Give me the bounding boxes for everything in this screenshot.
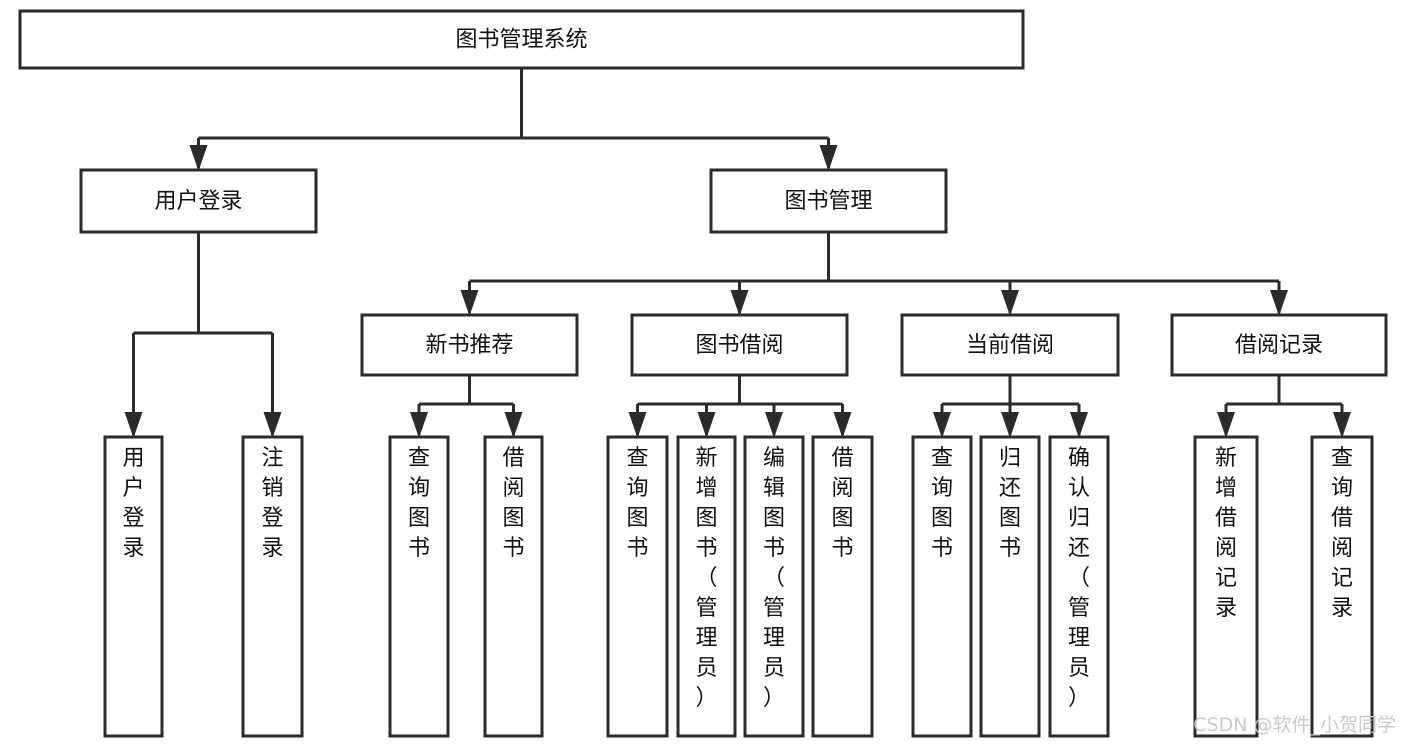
node-book-borrow[interactable]: 图书借阅 [630, 313, 849, 377]
node-root[interactable]: 图书管理系统 [18, 9, 1025, 70]
node-label-leaf-query-book-current: 查询图书 [931, 446, 953, 561]
node-label-leaf-add-borrow-record: 新增借阅记录 [1215, 446, 1237, 621]
node-leaf-borrow-book-recommend[interactable]: 借阅图书 [483, 435, 544, 738]
node-label-leaf-confirm-return-admin: 确认归还（管理员） [1068, 446, 1090, 711]
watermark-label: CSDN @软件_小贺同学 [1193, 714, 1396, 736]
node-label-leaf-add-book-admin: 新增图书（管理员） [695, 446, 717, 711]
node-leaf-add-borrow-record[interactable]: 新增借阅记录 [1193, 435, 1259, 738]
node-leaf-borrow-book[interactable]: 借阅图书 [811, 435, 874, 738]
node-label-leaf-query-borrow-record: 查询借阅记录 [1331, 446, 1353, 621]
connector-book-borrow-to-leaves [628, 375, 852, 438]
nodes-layer: 图书管理系统用户登录图书管理新书推荐图书借阅当前借阅借阅记录用户登录注销登录查询… [18, 9, 1388, 738]
node-leaf-logout[interactable]: 注销登录 [241, 435, 304, 738]
node-leaf-confirm-return-admin[interactable]: 确认归还（管理员） [1048, 435, 1110, 738]
node-label-leaf-logout: 注销登录 [261, 446, 283, 561]
node-label-borrow-record: 借阅记录 [1235, 333, 1323, 358]
node-leaf-return-book[interactable]: 归还图书 [979, 435, 1041, 738]
node-leaf-add-book-admin[interactable]: 新增图书（管理员） [676, 435, 737, 738]
node-leaf-query-borrow-record[interactable]: 查询借阅记录 [1310, 435, 1374, 738]
connector-current-borrow-to-leaves [933, 375, 1088, 438]
node-label-new-book-recommend: 新书推荐 [425, 333, 513, 358]
node-label-leaf-edit-book-admin: 编辑图书（管理员） [763, 446, 785, 711]
connector-borrow-record-to-leaves [1217, 375, 1351, 438]
node-current-borrow[interactable]: 当前借阅 [900, 313, 1120, 377]
node-label-leaf-return-book: 归还图书 [999, 446, 1021, 561]
connectors-layer [124, 68, 1351, 438]
node-borrow-record[interactable]: 借阅记录 [1170, 313, 1388, 377]
node-label-book-borrow: 图书借阅 [695, 333, 783, 358]
connector-root-to-level2 [189, 68, 838, 171]
node-leaf-query-book-borrow[interactable]: 查询图书 [606, 435, 669, 738]
node-label-leaf-user-login: 用户登录 [122, 446, 144, 561]
node-leaf-user-login[interactable]: 用户登录 [103, 435, 164, 738]
node-label-root: 图书管理系统 [455, 28, 587, 53]
node-user-login[interactable]: 用户登录 [79, 168, 318, 234]
node-leaf-edit-book-admin[interactable]: 编辑图书（管理员） [743, 435, 805, 738]
node-label-user-login: 用户登录 [154, 189, 242, 214]
connector-user-login-to-leaves [124, 232, 282, 438]
node-label-book-management: 图书管理 [784, 189, 872, 214]
node-label-leaf-query-book-borrow: 查询图书 [626, 446, 648, 561]
connector-book-management-to-level3 [460, 232, 1288, 316]
node-label-current-borrow: 当前借阅 [966, 333, 1054, 358]
node-new-book-recommend[interactable]: 新书推荐 [360, 313, 579, 377]
node-leaf-query-book-recommend[interactable]: 查询图书 [388, 435, 450, 738]
node-label-leaf-borrow-book-recommend: 借阅图书 [502, 446, 524, 561]
node-label-leaf-query-book-recommend: 查询图书 [408, 446, 430, 561]
node-leaf-query-book-current[interactable]: 查询图书 [911, 435, 973, 738]
node-label-leaf-borrow-book: 借阅图书 [831, 446, 853, 561]
connector-new-book-recommend-to-leaves [410, 375, 523, 438]
node-book-management[interactable]: 图书管理 [709, 168, 948, 234]
